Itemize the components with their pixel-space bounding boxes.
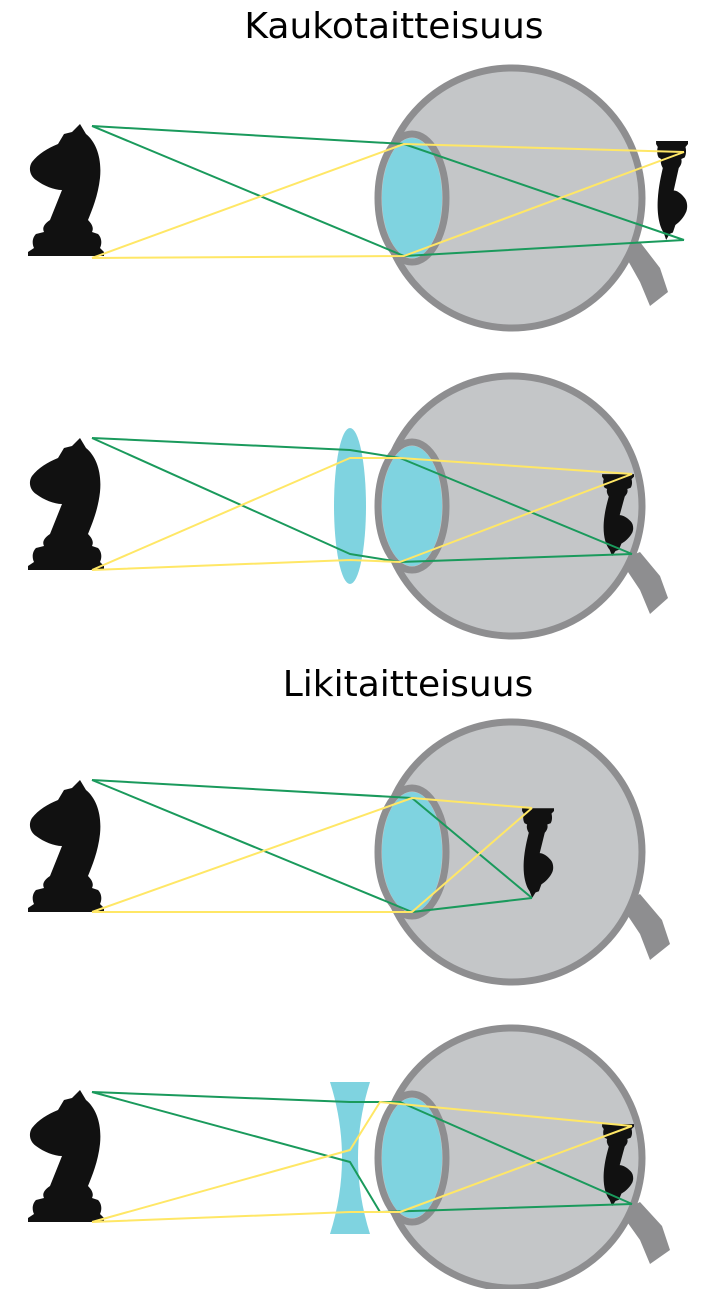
panel-hyperopia-uncorrected [28, 64, 688, 332]
concave-lens-icon [330, 1082, 370, 1234]
optic-nerve-icon [620, 552, 668, 614]
chess-knight-icon [28, 780, 104, 912]
chess-knight-icon [28, 438, 104, 570]
optic-nerve-icon [622, 242, 668, 306]
convex-lens-icon [334, 428, 366, 584]
light-rays [91, 779, 533, 913]
optic-nerve-icon [620, 1202, 670, 1264]
optic-nerve-icon [620, 894, 670, 960]
title-hyperopia: Kaukotaitteisuus [244, 6, 543, 47]
light-rays [91, 125, 685, 259]
light-rays [91, 1091, 633, 1223]
crystalline-lens-icon [382, 446, 442, 566]
crystalline-lens-icon [382, 792, 442, 912]
eye-icon [374, 372, 668, 640]
chess-knight-icon [28, 1090, 104, 1222]
eye-icon [374, 64, 668, 332]
eye-icon [374, 718, 670, 986]
light-rays [91, 437, 633, 571]
panel-myopia-uncorrected [28, 718, 670, 986]
chess-knight-icon [28, 124, 104, 256]
crystalline-lens-icon [382, 138, 442, 258]
panel-myopia-corrected [28, 1024, 670, 1289]
title-myopia: Likitaitteisuus [283, 664, 534, 705]
crystalline-lens-icon [382, 1098, 442, 1218]
eye-icon [374, 1024, 670, 1289]
panel-hyperopia-corrected [28, 372, 668, 640]
